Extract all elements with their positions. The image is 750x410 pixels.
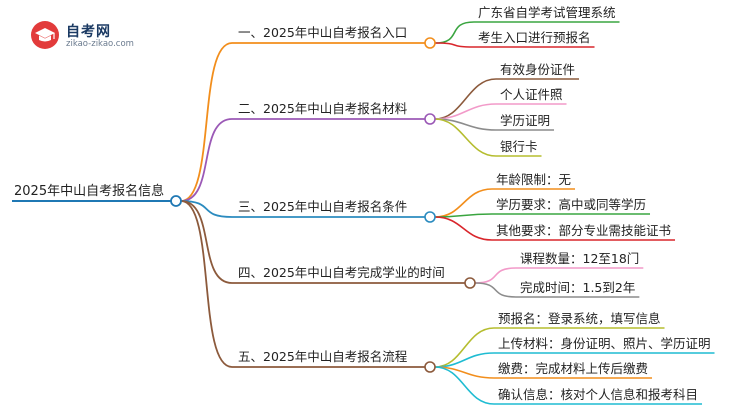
leaf-label: 上传材料：身份证明、照片、学历证明 xyxy=(498,336,711,351)
branch-connector xyxy=(180,42,233,202)
leaf-connector xyxy=(474,267,517,284)
leaf-label: 学历要求：高中或同等学历 xyxy=(496,197,646,212)
leaf-label: 考生入口进行预报名 xyxy=(478,30,591,45)
graduation-cap-icon xyxy=(31,21,59,49)
leaf-connector xyxy=(434,118,497,157)
leaf-label: 完成时间：1.5到2年 xyxy=(520,280,635,295)
leaf-label: 确认信息：核对个人信息和报考科目 xyxy=(498,387,698,402)
leaf-connector xyxy=(434,327,495,368)
branch-connector xyxy=(180,200,233,284)
root-node xyxy=(170,195,182,207)
leaf-connector xyxy=(434,78,497,120)
branch-label: 一、2025年中山自考报名入口 xyxy=(238,25,407,40)
leaf-label: 预报名：登录系统，填写信息 xyxy=(498,311,661,326)
leaf-label: 缴费：完成材料上传后缴费 xyxy=(498,361,648,376)
branch-node xyxy=(424,113,436,125)
branch-node xyxy=(424,361,436,373)
branch-node xyxy=(464,277,476,289)
leaf-label: 学历证明 xyxy=(500,113,550,128)
logo-subtitle: zikao-zikao.com xyxy=(66,39,134,49)
mindmap-nodes: 2025年中山自考报名信息 一、2025年中山自考报名入口 广东省自学考试管理系统考… xyxy=(14,5,711,402)
leaf-label: 有效身份证件 xyxy=(500,62,575,77)
leaf-connector xyxy=(434,188,493,218)
branch-connector xyxy=(180,200,233,218)
root-label: 2025年中山自考报名信息 xyxy=(14,183,164,199)
branch-label: 二、2025年中山自考报名材料 xyxy=(238,101,408,116)
leaf-connector xyxy=(434,42,475,48)
leaf-label: 年龄限制：无 xyxy=(496,172,571,187)
leaf-connector xyxy=(474,282,517,298)
leaf-label: 广东省自学考试管理系统 xyxy=(478,5,616,20)
mindmap-connectors xyxy=(12,21,715,405)
site-logo[interactable]: 自考网 zikao-zikao.com xyxy=(30,20,160,52)
leaf-connector xyxy=(434,21,475,44)
leaf-label: 课程数量：12至18门 xyxy=(520,251,639,266)
branch-label: 四、2025年中山自考完成学业的时间 xyxy=(238,265,445,280)
branch-connector xyxy=(180,200,233,368)
branch-label: 三、2025年中山自考报名条件 xyxy=(238,199,407,214)
branch-connector xyxy=(180,118,233,202)
logo-title: 自考网 xyxy=(66,24,111,40)
leaf-label: 个人证件照 xyxy=(500,87,563,102)
leaf-label: 其他要求：部分专业需技能证书 xyxy=(496,223,671,238)
branch-label: 五、2025年中山自考报名流程 xyxy=(238,349,408,364)
branch-node xyxy=(424,211,436,223)
leaf-connector xyxy=(434,216,493,241)
leaf-connector xyxy=(434,366,495,405)
branch-node xyxy=(424,37,436,49)
leaf-label: 银行卡 xyxy=(500,139,538,154)
